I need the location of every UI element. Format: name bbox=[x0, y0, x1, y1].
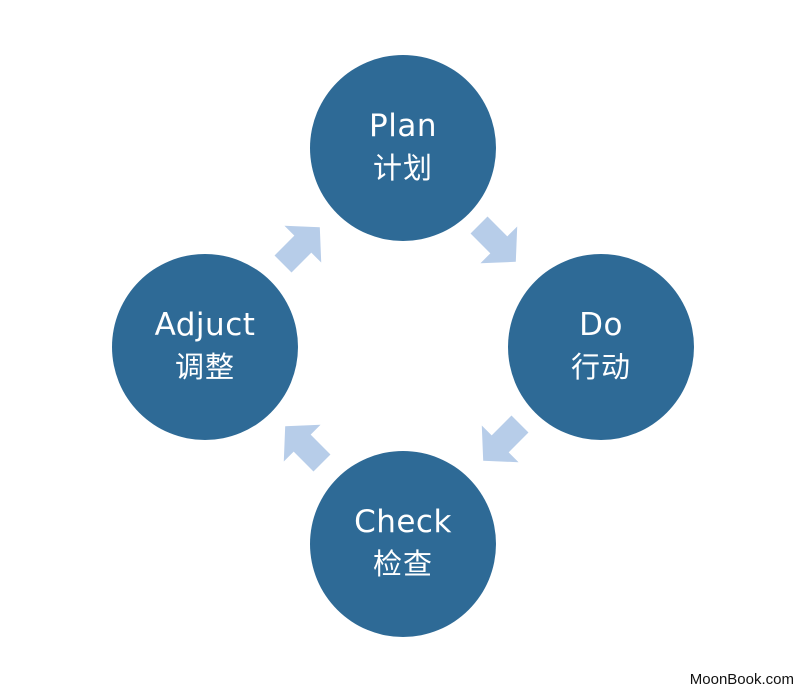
arrow-plan-to-do bbox=[460, 206, 535, 281]
plan-node: Plan 计划 bbox=[310, 55, 496, 241]
arrow-do-to-check bbox=[464, 405, 539, 480]
arrow-adjust-to-plan bbox=[264, 208, 339, 283]
plan-label-en: Plan bbox=[369, 108, 437, 144]
plan-label-zh: 计划 bbox=[372, 151, 433, 185]
check-node: Check 检查 bbox=[310, 451, 496, 637]
check-label-zh: 检查 bbox=[372, 547, 433, 581]
adjust-label-zh: 调整 bbox=[174, 350, 235, 384]
adjust-node: Adjuct 调整 bbox=[112, 254, 298, 440]
do-label-zh: 行动 bbox=[570, 350, 631, 384]
arrow-check-to-adjust bbox=[266, 407, 341, 482]
check-label-en: Check bbox=[354, 504, 452, 540]
watermark-text: MoonBook.com bbox=[689, 671, 794, 688]
do-label-en: Do bbox=[579, 307, 623, 343]
do-node: Do 行动 bbox=[508, 254, 694, 440]
adjust-label-en: Adjuct bbox=[154, 307, 256, 343]
